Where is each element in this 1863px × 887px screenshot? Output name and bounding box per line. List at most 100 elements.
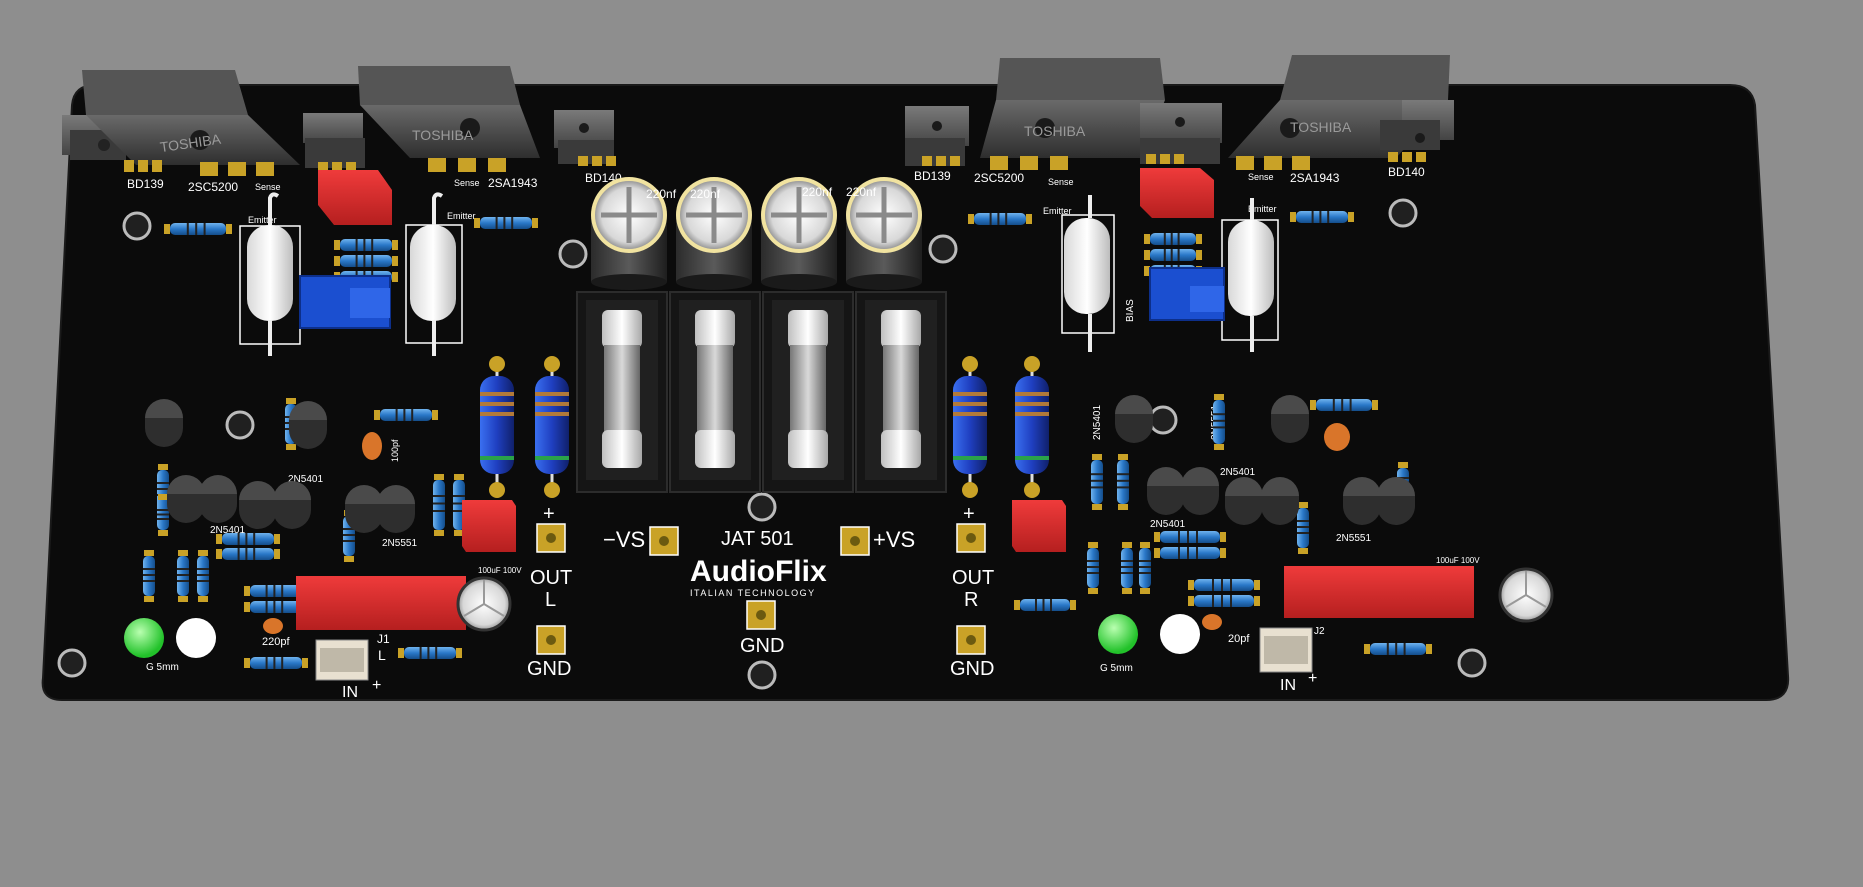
label-2n5551-left: 2N5551 [382, 538, 417, 549]
label-led-left: G 5mm [146, 662, 179, 673]
to126-left-2 [303, 113, 365, 168]
label-led-right: G 5mm [1100, 663, 1133, 674]
resistor [474, 217, 538, 229]
label-2sc5200-left: 2SC5200 [188, 180, 238, 194]
label-out-right: OUT [952, 567, 994, 589]
power-transistors [62, 55, 1454, 168]
label-emitter-left-1: Emitter [248, 215, 277, 225]
resistor [1310, 399, 1378, 411]
mounting-holes [57, 198, 1487, 690]
film-cap-right [1284, 566, 1474, 618]
label-toshiba-left-2: TOSHIBA [412, 127, 474, 143]
led-left [124, 618, 164, 658]
label-brand: AudioFlix [690, 555, 827, 588]
resistor [1188, 595, 1260, 607]
label-100pf: 100pf [390, 439, 400, 462]
output-resistors [480, 356, 1049, 498]
resistor [1154, 531, 1226, 543]
to126-right-2 [1140, 103, 1222, 164]
label-gnd-right: GND [950, 658, 994, 680]
resistor [1117, 454, 1129, 510]
label-2n5401-left-b: 2N5401 [210, 525, 245, 536]
label-toshiba-right-1: TOSHIBA [1024, 123, 1086, 139]
to92-transistor [1115, 395, 1153, 443]
to92-transistor [1271, 395, 1309, 443]
to92-transistor [1261, 477, 1299, 525]
terminal-holes [546, 533, 976, 645]
label-elcap-right: 100uF 100V [1436, 556, 1480, 565]
label-emitter-left-2: Emitter [447, 211, 476, 221]
label-sense-right-1: Sense [1048, 177, 1074, 187]
label-2sa1943-right: 2SA1943 [1290, 171, 1340, 185]
resistor [177, 550, 189, 602]
to126-right-1 [905, 106, 969, 166]
label-220pf-left: 220pf [262, 636, 290, 648]
label-bd139-right: BD139 [914, 169, 951, 183]
label-2n5401-right-a: 2N5401 [1092, 405, 1103, 440]
to92-transistor [1147, 467, 1185, 515]
label-sense-right-2: Sense [1248, 172, 1274, 182]
filter-capacitor [761, 177, 837, 290]
resistor [1139, 542, 1151, 594]
output-resistor [535, 356, 569, 498]
label-2n5401-left-a: 2N5401 [288, 474, 323, 485]
label-neg-vs: −VS [603, 527, 645, 552]
resistor [433, 474, 445, 536]
filter-capacitor [676, 177, 752, 290]
label-20pf: 20pf [1228, 633, 1250, 645]
resistor [398, 647, 462, 659]
output-resistor [480, 356, 514, 498]
to92-transistor [273, 481, 311, 529]
label-emitter-right-2: Emitter [1248, 204, 1277, 214]
filter-capacitor [591, 177, 667, 290]
to92-transistor [239, 481, 277, 529]
label-cap-220nf-1: 220nf [646, 187, 677, 201]
resistor [334, 239, 398, 251]
label-emitter-right-1: Emitter [1043, 206, 1072, 216]
filter-capacitor [846, 177, 922, 290]
label-cap-220nf-3: 220nf [802, 185, 833, 199]
resistor [1121, 542, 1133, 594]
white-resistor-left-2 [405, 192, 463, 356]
transistor-pads [124, 152, 1426, 176]
right-labels: TOSHIBA TOSHIBA BD139 2SC5200 2SA1943 BD… [914, 119, 1480, 694]
label-sense-left-1: Sense [255, 182, 281, 192]
to92-transistor [1225, 477, 1263, 525]
signal-resistors [143, 211, 1432, 669]
resistor [1144, 233, 1202, 245]
resistor [1290, 211, 1354, 223]
label-2n5551-right-b: 2N5551 [1336, 533, 1371, 544]
white-resistor-right-1 [1061, 195, 1115, 352]
label-pos-vs: +VS [873, 527, 915, 552]
bias-trimmers [299, 267, 1225, 329]
label-bd140-right: BD140 [1388, 165, 1425, 179]
resistor [1154, 547, 1226, 559]
center-labels: + OUT L GND −VS +VS JAT 501 AudioFlix IT… [527, 185, 994, 680]
label-cap-220nf-2: 220nf [690, 187, 721, 201]
label-j2: J2 [1314, 626, 1325, 637]
label-2n5401-right-c: 2N5401 [1150, 519, 1185, 530]
to92-transistor [1343, 477, 1381, 525]
label-tagline: ITALIAN TECHNOLOGY [690, 588, 816, 598]
label-out-plus-right: + [963, 503, 975, 525]
to264-left-2 [358, 66, 540, 158]
resistor [1144, 249, 1202, 261]
red-box-capacitors [318, 168, 1214, 552]
label-cap-220nf-4: 220nf [846, 185, 877, 199]
label-out-plus-left: + [543, 503, 555, 525]
resistor [216, 548, 280, 560]
label-out-left-side: L [545, 589, 556, 611]
to92-transistor [345, 485, 383, 533]
terminals [536, 523, 986, 655]
fuse-holder [576, 291, 668, 493]
fuse-holder [855, 291, 947, 493]
output-resistor [953, 356, 987, 498]
label-out-left: OUT [530, 567, 572, 589]
resistor [1188, 579, 1260, 591]
label-gnd-center: GND [740, 635, 784, 657]
fuses [576, 291, 947, 493]
to92-transistor [289, 401, 327, 449]
label-bd139-left: BD139 [127, 177, 164, 191]
label-bias: BIAS [1125, 299, 1136, 322]
output-resistor [1015, 356, 1049, 498]
